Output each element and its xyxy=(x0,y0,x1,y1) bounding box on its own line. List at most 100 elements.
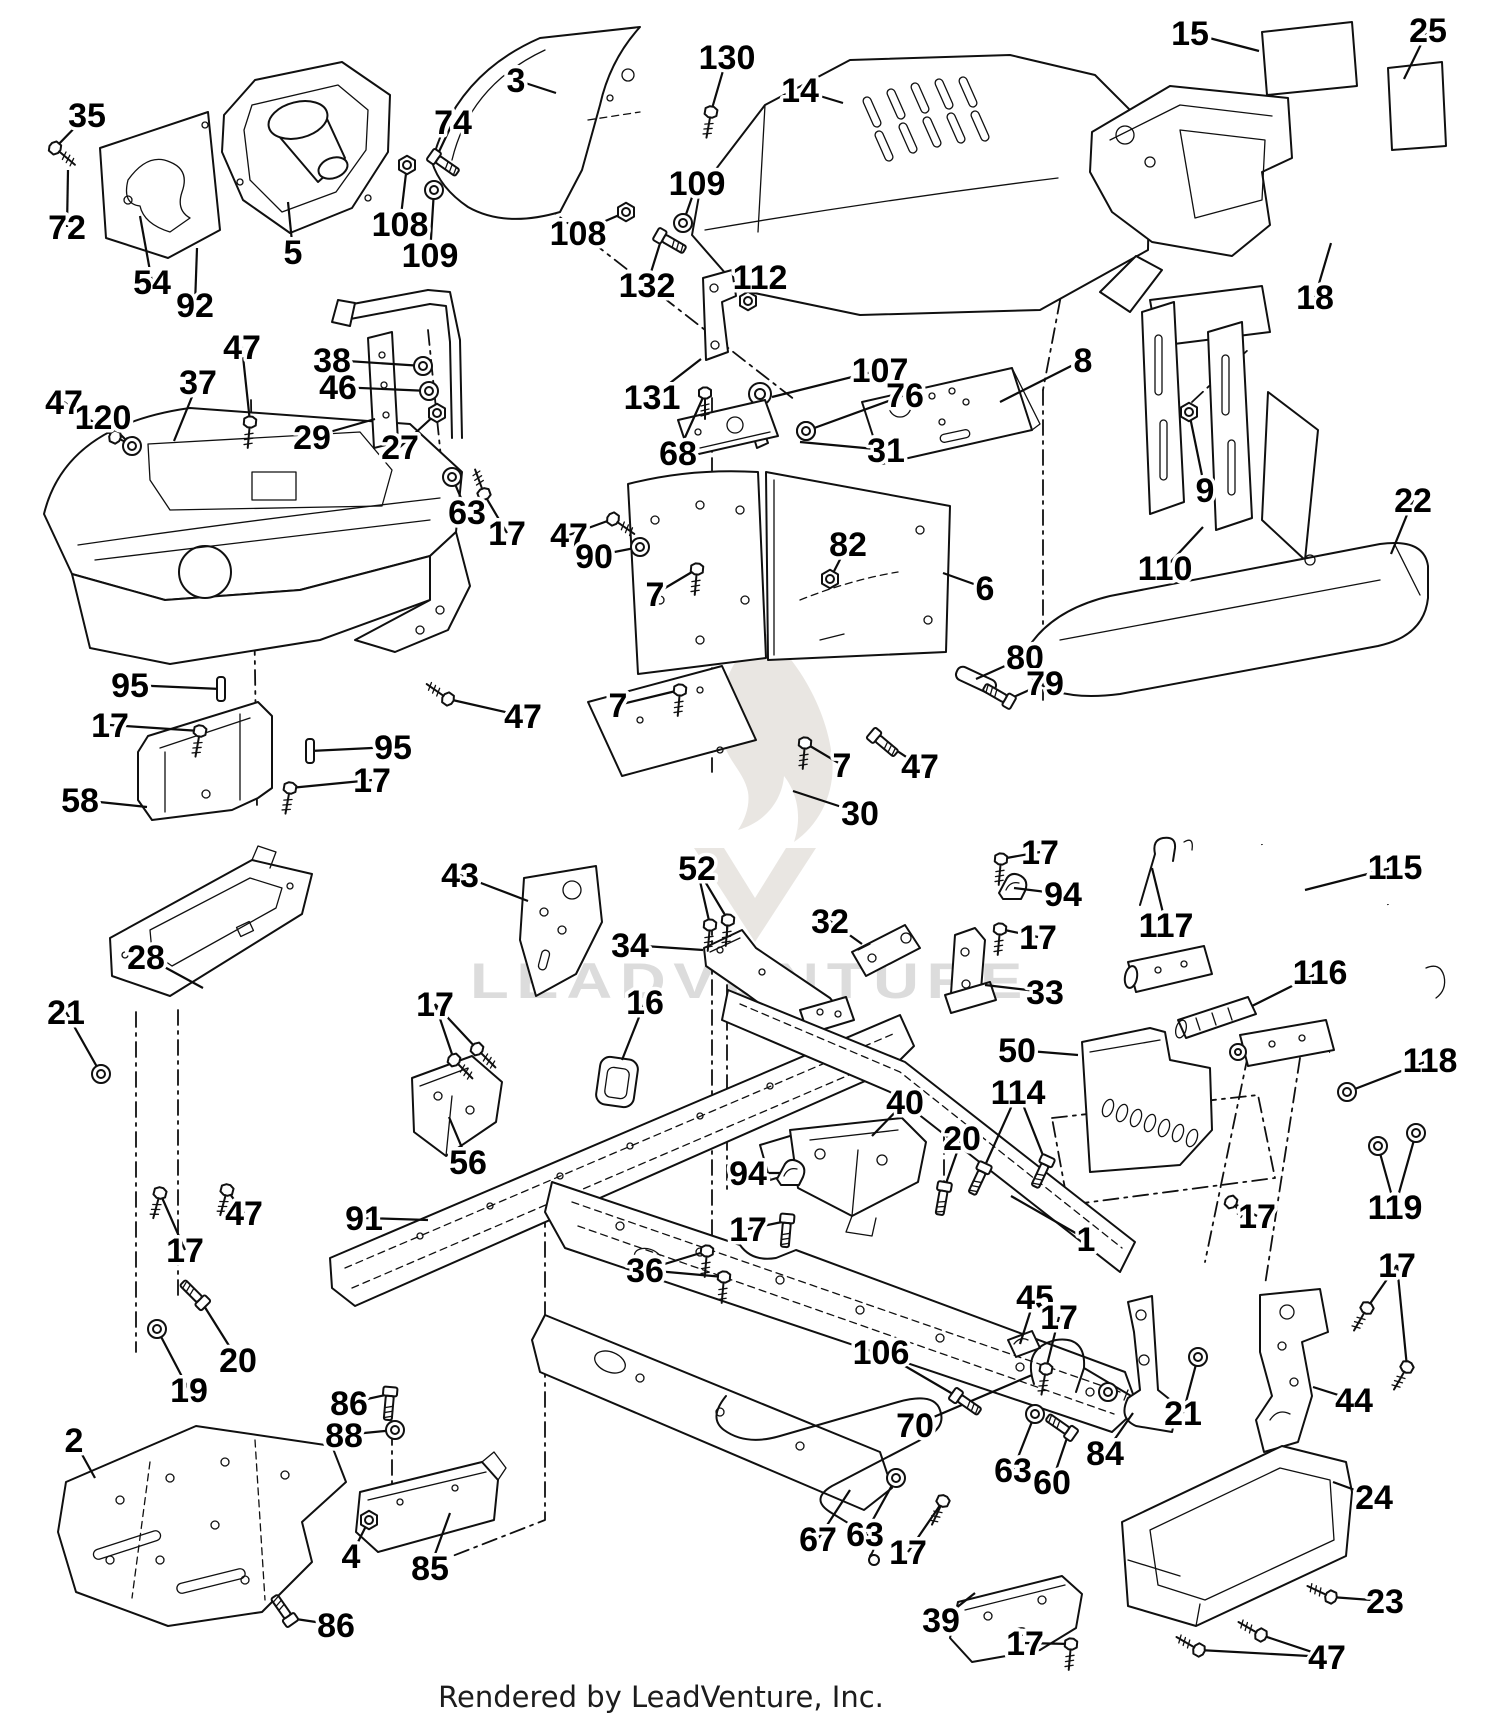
screw-icon xyxy=(1303,1579,1340,1606)
leader-line-85-99 xyxy=(428,1512,452,1569)
part-label-43: 43 xyxy=(441,857,479,895)
leader-line-119-78 xyxy=(1376,1145,1397,1208)
part-label-86: 86 xyxy=(330,1385,368,1423)
part-label-50: 50 xyxy=(998,1032,1036,1070)
washer-icon xyxy=(424,180,444,200)
part-label-82: 82 xyxy=(829,526,867,564)
part-label-7: 7 xyxy=(833,747,852,785)
part-label-1: 1 xyxy=(1077,1221,1096,1259)
part-label-17: 17 xyxy=(166,1232,204,1270)
leader-line-115-62 xyxy=(1304,865,1396,892)
nut-icon xyxy=(398,154,416,176)
part-label-117: 117 xyxy=(1139,907,1194,945)
leader-line-15-15 xyxy=(1189,31,1260,53)
part-43-bracket xyxy=(519,865,603,997)
leader-line-21-68 xyxy=(65,1011,102,1075)
part-label-109: 109 xyxy=(402,237,459,275)
leader-line-16-65 xyxy=(620,1001,647,1061)
flame-icon xyxy=(719,628,833,842)
leader-line-47-49 xyxy=(447,697,524,718)
part-label-17: 17 xyxy=(91,707,129,745)
bolt-icon xyxy=(947,1386,985,1419)
part-label-58: 58 xyxy=(61,782,99,820)
leader-line-70-86 xyxy=(914,1373,1033,1427)
part-label-20: 20 xyxy=(219,1342,257,1380)
part-label-22: 22 xyxy=(1394,482,1432,520)
washer-icon xyxy=(413,356,433,376)
leader-line-35-0 xyxy=(54,114,88,149)
leader-line-5-4 xyxy=(286,201,295,253)
bolt-icon xyxy=(776,1212,796,1249)
part-label-20: 20 xyxy=(943,1120,981,1158)
part-label-17: 17 xyxy=(1021,834,1059,872)
leader-line-22-38 xyxy=(1389,499,1415,555)
part-label-21: 21 xyxy=(1164,1395,1202,1433)
washer-icon xyxy=(796,421,816,441)
part-label-116: 116 xyxy=(1293,954,1348,992)
leader-line-68-21 xyxy=(676,392,707,454)
part-3-dash-side-panel xyxy=(431,26,641,220)
part-label-72: 72 xyxy=(48,209,86,247)
part-label-79: 79 xyxy=(1026,665,1064,703)
screw-icon xyxy=(990,921,1008,957)
leader-line-17-45 xyxy=(109,723,201,733)
leader-line-63-106 xyxy=(864,1477,897,1535)
part-label-30: 30 xyxy=(841,795,879,833)
screw-icon xyxy=(1347,1299,1376,1335)
leader-line-106-85 xyxy=(880,1351,959,1398)
part-label-47: 47 xyxy=(504,698,542,736)
part-label-47: 47 xyxy=(1308,1639,1346,1677)
part-label-17: 17 xyxy=(353,762,391,800)
leader-line-76-20 xyxy=(805,393,906,433)
part-label-5: 5 xyxy=(284,234,303,272)
leader-line-130-9 xyxy=(709,56,729,113)
leader-line-30-53 xyxy=(792,789,861,815)
part-label-56: 56 xyxy=(449,1144,487,1182)
leader-line-17-66 xyxy=(433,1003,456,1061)
part-label-110: 110 xyxy=(1138,550,1193,588)
part-label-9: 9 xyxy=(1196,472,1215,510)
leader-line-29-27 xyxy=(311,417,376,439)
part-28-seat-support xyxy=(109,845,313,997)
part-label-92: 92 xyxy=(176,287,214,325)
part-label-39: 39 xyxy=(922,1602,960,1640)
leader-line-28-67 xyxy=(145,956,204,989)
part-5-console-cover xyxy=(221,61,391,234)
part-label-131: 131 xyxy=(624,379,681,417)
part-label-17: 17 xyxy=(416,986,454,1024)
leader-line-40-72 xyxy=(871,1101,906,1137)
leader-line-20-73 xyxy=(942,1137,964,1190)
bolt-icon xyxy=(865,726,902,761)
leader-line-110-37 xyxy=(1164,526,1204,569)
part-label-119: 119 xyxy=(1368,1189,1423,1227)
part-label-108: 108 xyxy=(550,215,607,253)
part-label-17: 17 xyxy=(1006,1625,1044,1663)
part-label-60: 60 xyxy=(1033,1464,1071,1502)
leader-lines xyxy=(54,29,1431,1659)
part-label-132: 132 xyxy=(619,267,676,305)
screw-icon xyxy=(1172,1630,1208,1659)
leader-line-36-81 xyxy=(644,1249,708,1272)
leader-line-54-2 xyxy=(138,215,154,283)
leader-line-45-83 xyxy=(1018,1296,1037,1345)
leader-line-47-35 xyxy=(568,517,614,537)
part-label-17: 17 xyxy=(1238,1198,1276,1236)
screw-icon xyxy=(1234,1615,1270,1644)
part-label-109: 109 xyxy=(669,165,726,203)
leader-line-17-84 xyxy=(1044,1316,1061,1370)
part-116-spacer-tube xyxy=(1174,996,1257,1039)
leader-line-23-93 xyxy=(1330,1595,1386,1603)
screw-icon xyxy=(925,1492,952,1529)
part-label-23: 23 xyxy=(1366,1583,1404,1621)
part-1-right-frame-rail xyxy=(531,989,1139,1511)
part-56-bracket xyxy=(411,1055,503,1157)
part-label-90: 90 xyxy=(575,538,613,576)
part-label-70: 70 xyxy=(896,1407,934,1445)
part-label-17: 17 xyxy=(889,1534,927,1572)
part-label-3: 3 xyxy=(507,62,526,100)
part-39-hitch-bracket xyxy=(949,1575,1083,1663)
leader-line-7-50 xyxy=(617,688,681,707)
